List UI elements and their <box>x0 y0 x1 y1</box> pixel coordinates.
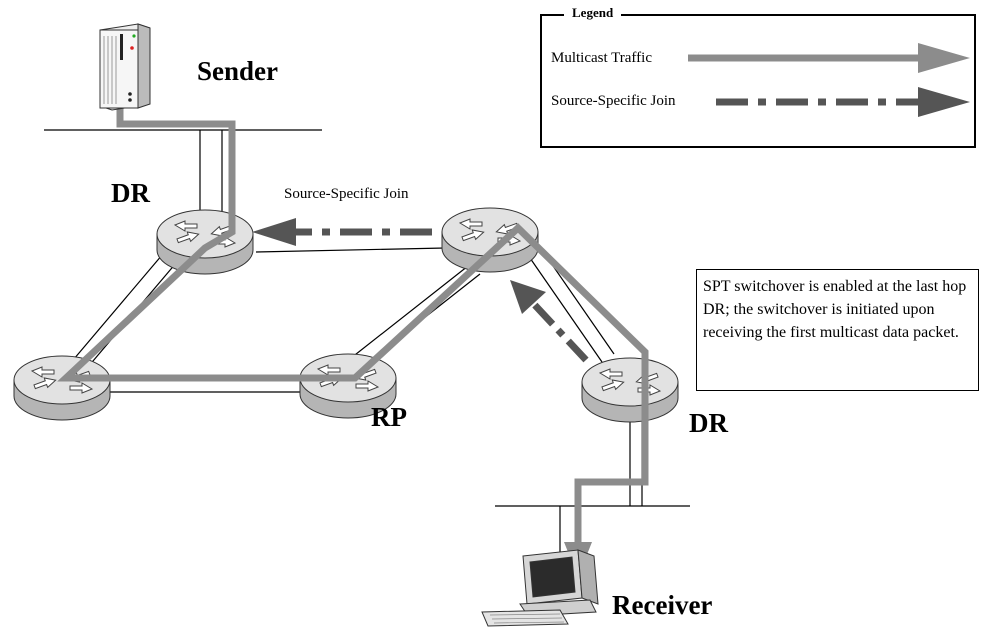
legend-item-source-specific-join: Source-Specific Join <box>551 93 676 110</box>
server-tower-icon <box>100 24 150 110</box>
receiver-label: Receiver <box>612 590 712 621</box>
spt-switchover-note: SPT switchover is enabled at the last ho… <box>696 269 979 391</box>
source-specific-join-diag <box>532 302 586 360</box>
multicast-traffic-path <box>66 104 645 545</box>
dr-bottom-label: DR <box>689 408 728 439</box>
router-dr-top <box>157 210 253 274</box>
legend: Legend <box>540 14 976 148</box>
legend-title: Legend <box>564 5 621 21</box>
router-dr-bottom <box>582 358 678 422</box>
sender-label: Sender <box>197 56 278 87</box>
router-top-right <box>442 208 538 272</box>
source-specific-join-top-arrowhead <box>252 218 296 246</box>
source-specific-join-label: Source-Specific Join <box>284 186 409 203</box>
dr-top-label: DR <box>111 178 150 209</box>
legend-item-multicast-traffic: Multicast Traffic <box>551 50 652 67</box>
rp-label: RP <box>371 402 407 433</box>
desktop-computer-icon <box>482 550 598 626</box>
router-left <box>14 356 110 420</box>
